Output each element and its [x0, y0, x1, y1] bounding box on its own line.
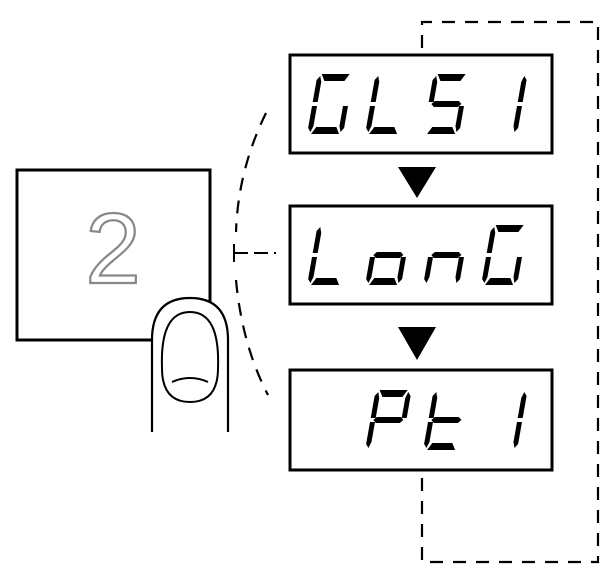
segment-d — [427, 127, 456, 134]
segment-a — [379, 390, 408, 397]
segment-c — [513, 106, 523, 132]
segment-f — [428, 76, 438, 102]
segment-g — [431, 101, 462, 107]
segment-c — [397, 257, 407, 283]
segment-b — [401, 392, 411, 418]
segment-f — [312, 76, 322, 102]
bracket-dashed-top — [234, 112, 267, 233]
down-arrow-icon-1 — [398, 167, 436, 198]
segment-d — [369, 278, 398, 285]
segment-e — [366, 422, 376, 448]
display-text-long — [308, 225, 524, 285]
segment-c — [513, 257, 523, 283]
display-text-pt1 — [366, 390, 527, 450]
segment-e — [424, 422, 434, 448]
down-arrow-icon-2 — [398, 327, 436, 360]
segment-digit — [513, 76, 527, 132]
segment-c — [455, 257, 465, 283]
segment-e — [308, 106, 318, 132]
left-arrow-icon — [233, 244, 276, 262]
segment-g — [431, 417, 462, 423]
segment-digit — [366, 76, 398, 134]
bracket-dashed-bottom — [234, 279, 269, 396]
segment-digit — [308, 74, 350, 134]
segment-d — [311, 278, 340, 285]
segment-b — [517, 392, 527, 418]
segment-f — [370, 392, 380, 418]
segment-digit — [482, 225, 524, 285]
display-box-3 — [288, 368, 554, 472]
segment-c — [513, 422, 523, 448]
segment-g — [373, 252, 404, 258]
segment-g — [431, 252, 462, 258]
segment-digit — [308, 227, 340, 285]
segment-a — [437, 74, 466, 81]
segment-digit — [513, 392, 527, 448]
segment-f — [486, 227, 496, 253]
segment-e — [366, 257, 376, 283]
segment-e — [366, 106, 376, 132]
segment-e — [424, 257, 434, 283]
segment-digit — [366, 252, 407, 285]
segment-digit — [424, 252, 465, 283]
segment-digit — [424, 392, 462, 450]
display-box-2 — [288, 204, 554, 306]
segment-f — [428, 392, 438, 418]
button-digit-2: 2 — [85, 193, 141, 305]
segment-e — [308, 257, 318, 283]
segment-f — [312, 227, 322, 253]
segment-e — [482, 257, 492, 283]
finger-icon — [150, 296, 230, 432]
segment-d — [485, 278, 514, 285]
segment-g — [373, 417, 404, 423]
segment-a — [495, 225, 524, 232]
segment-digit — [366, 390, 411, 448]
segment-d — [369, 127, 398, 134]
segment-digit — [427, 74, 466, 134]
segment-d — [311, 127, 340, 134]
segment-f — [370, 76, 380, 102]
loop-dashed-line — [420, 20, 600, 564]
segment-c — [339, 106, 349, 132]
segment-a — [321, 74, 350, 81]
display-box-1 — [288, 53, 554, 155]
segment-c — [455, 106, 465, 132]
segment-b — [517, 76, 527, 102]
segment-d — [427, 443, 456, 450]
display-text-gls1 — [308, 74, 527, 134]
